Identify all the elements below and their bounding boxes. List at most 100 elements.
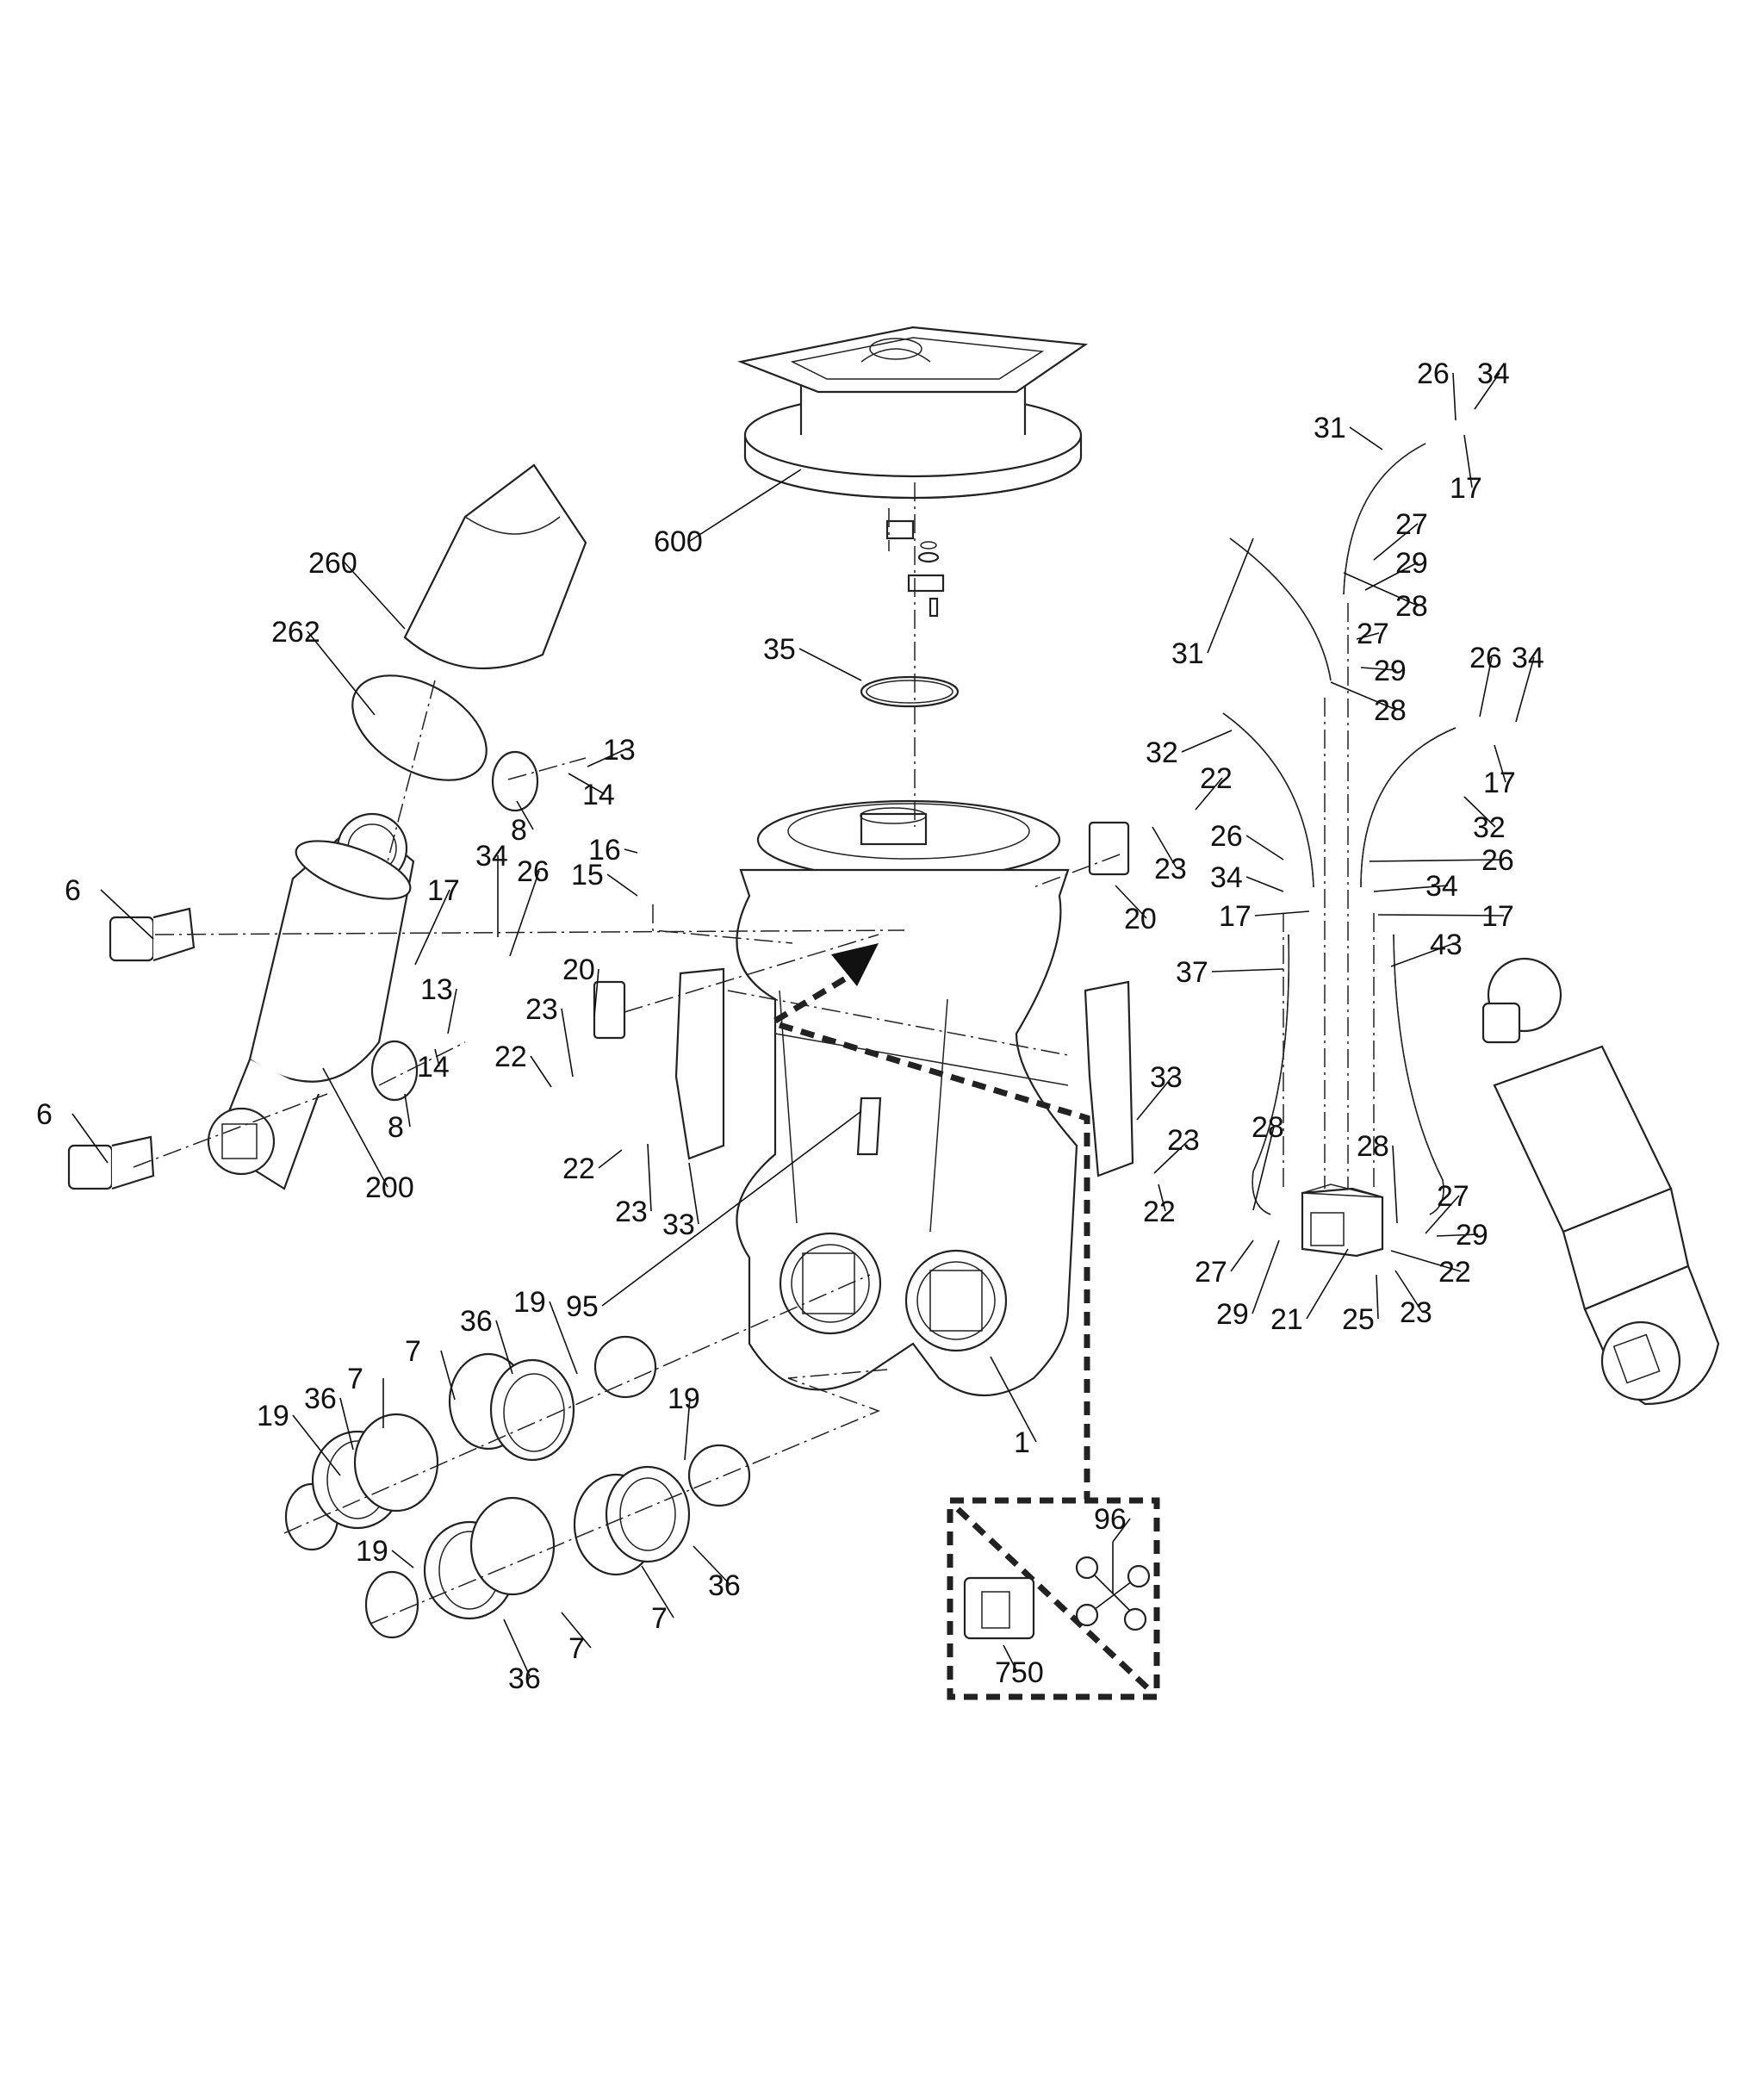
part-number-label: 22 [1438,1256,1471,1289]
part-number-label: 22 [1143,1196,1176,1228]
part-number-label: 7 [347,1363,363,1395]
callout-260: 260 [308,547,406,630]
callout-25: 25 [1342,1274,1379,1336]
part-number-label: 29 [1374,655,1407,687]
callout-7: 7 [405,1335,456,1401]
leader-line [593,968,599,1017]
hydraulic-cylinder-200 [207,812,415,1190]
callout-29: 29 [1360,655,1407,687]
leader-line [1230,1239,1254,1272]
leader-line [1394,1270,1423,1313]
callout-600: 600 [654,469,802,558]
leader-line [1463,796,1496,828]
leader-line [434,1048,440,1067]
callout-22: 22 [494,1041,552,1088]
callout-27: 27 [1425,1180,1469,1234]
hydraulic-cylinder-right [1481,957,1720,1406]
callout-19: 19 [257,1400,341,1476]
callout-34: 34 [1210,861,1284,894]
callout-32: 32 [1146,730,1233,769]
callout-28: 28 [1357,1130,1398,1224]
part-number-label: 8 [511,814,527,847]
part-number-label: 36 [460,1305,493,1338]
guard-33-right [1084,980,1134,1177]
part-number-label: 34 [1425,870,1458,903]
leader-line [561,1612,592,1649]
callout-43: 43 [1390,929,1463,967]
leader-line [1376,1274,1379,1320]
callout-23: 23 [1153,1124,1200,1174]
part-number-label: 21 [1270,1303,1303,1336]
callout-17: 17 [414,874,460,966]
callout-17: 17 [1450,434,1482,505]
callout-1: 1 [990,1356,1037,1459]
leader-line [495,1320,513,1375]
leader-line [1452,372,1457,421]
part-number-label: 35 [763,633,796,666]
pin-6-lower [67,1135,155,1190]
callout-23: 23 [615,1143,652,1228]
leader-line [1211,968,1284,972]
part-number-label: 27 [1195,1256,1227,1289]
callout-34: 34 [1373,870,1458,903]
leader-line [1373,523,1419,561]
part-number-label: 34 [475,840,508,873]
cover-plate-20-left [593,980,626,1040]
callout-37: 37 [1176,956,1284,989]
part-number-label: 37 [1176,956,1208,989]
leader-line [549,1301,578,1375]
part-number-label: 7 [651,1602,668,1635]
callout-17: 17 [1377,900,1514,933]
callout-22: 22 [1390,1250,1471,1289]
callout-36: 36 [304,1382,354,1451]
part-number-label: 96 [1094,1503,1127,1536]
leader-line [1254,910,1310,916]
leader-line [1181,730,1233,753]
part-number-label: 13 [603,734,636,767]
part-number-label: 19 [668,1382,700,1415]
callout-29: 29 [1364,547,1428,591]
part-number-label: 262 [271,616,320,649]
leader-line [1252,1126,1275,1211]
leader-line [1373,885,1449,892]
part-number-label: 22 [494,1041,527,1073]
leader-line [1330,681,1397,711]
callout-27: 27 [1373,508,1428,561]
part-number-label: 27 [1395,508,1428,541]
part-number-label: 14 [417,1051,450,1084]
leader-line [391,1550,414,1569]
leader-line [307,631,376,716]
callout-26: 26 [1210,820,1284,860]
part-number-label: 750 [995,1656,1044,1689]
leader-line [1245,835,1284,860]
rotator-housing-600 [737,326,1089,500]
valve-block-21 [1301,1183,1384,1258]
part-number-label: 29 [1216,1298,1249,1331]
callout-22: 22 [1143,1183,1176,1228]
part-number-label: 23 [1400,1296,1432,1329]
leader-line [292,1414,341,1476]
callout-27: 27 [1356,618,1389,650]
part-number-label: 19 [356,1535,388,1568]
callout-16: 16 [588,834,638,867]
callout-34: 34 [1512,642,1544,723]
part-number-label: 34 [1512,642,1544,674]
part-number-label: 17 [1219,900,1252,933]
leader-line [798,648,862,681]
callout-28: 28 [1330,681,1407,727]
leader-line [1003,1644,1018,1673]
part-number-label: 95 [566,1290,599,1323]
callout-15: 15 [571,859,638,897]
part-number-label: 26 [517,855,550,888]
leader-line [516,800,534,830]
main-body-1 [736,799,1078,1397]
part-number-label: 25 [1342,1303,1375,1336]
guard-33-left [674,967,725,1160]
leader-line [688,1162,699,1225]
callout-26: 26 [1417,357,1457,421]
part-number-label: 22 [562,1152,595,1185]
callout-29: 29 [1216,1239,1280,1331]
part-number-label: 7 [405,1335,421,1368]
leader-line [1207,537,1254,654]
